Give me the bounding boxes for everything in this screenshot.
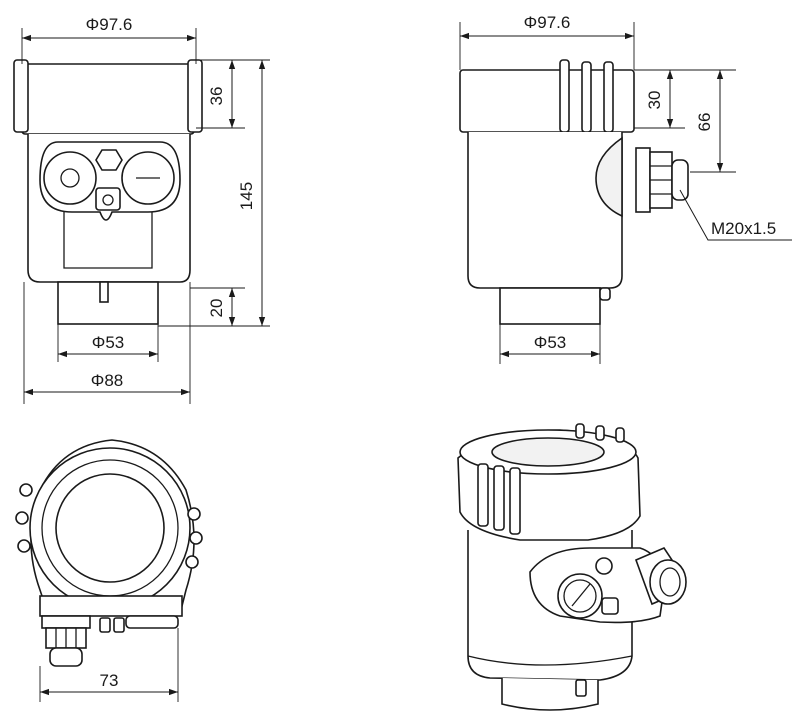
- front-dim-total-height: 145: [237, 182, 256, 210]
- front-cap: [21, 63, 195, 135]
- side-dim-top-diameter: Φ97.6: [524, 13, 571, 32]
- front-view: Φ97.6 36 145 20 Φ53 Φ88: [13, 15, 270, 404]
- front-dim-neck-diameter: Φ53: [92, 333, 124, 352]
- side-thread-leader: [679, 189, 792, 241]
- top-window: [55, 473, 165, 583]
- top-gland-cap: [49, 647, 83, 667]
- front-inner-collar: [63, 210, 153, 269]
- side-view: Φ97.6 30 66 M20x1.5 Φ53: [459, 13, 792, 364]
- front-ground-terminal: [95, 187, 121, 211]
- side-dim-neck-diameter: Φ53: [534, 333, 566, 352]
- iso-neck: [501, 678, 599, 711]
- front-neck: [57, 281, 159, 325]
- top-screw-b: [113, 617, 125, 633]
- iso-hex-screw-icon: [595, 557, 613, 575]
- front-cap-tab-right: [187, 59, 203, 133]
- iso-port-left-inner: [563, 579, 597, 613]
- top-cap-knobs: [15, 483, 203, 569]
- iso-ground-terminal: [601, 597, 619, 615]
- top-dim-width: 73: [100, 671, 119, 690]
- side-dim-cap-height: 30: [645, 91, 664, 110]
- isometric-view: [457, 423, 687, 711]
- side-cap-ribs: [559, 59, 614, 133]
- front-ground-screw: [102, 194, 114, 206]
- side-neck: [499, 287, 601, 325]
- side-housing: [467, 132, 623, 289]
- side-dim-gland-height: 66: [695, 113, 714, 132]
- iso-port-left-slot: [571, 583, 591, 607]
- top-view: 73: [15, 439, 203, 702]
- iso-cap-ribs: [477, 423, 625, 535]
- front-dim-body-diameter: Φ88: [91, 371, 123, 390]
- front-left-port: [43, 151, 97, 205]
- front-dim-top-diameter: Φ97.6: [86, 15, 133, 34]
- side-gland-base: [635, 147, 651, 213]
- side-bump: [595, 136, 623, 218]
- top-bottom-band: [39, 595, 183, 617]
- side-neck-tab: [599, 287, 611, 301]
- iso-cap-window: [491, 437, 605, 467]
- front-dim-cap-height: 36: [207, 87, 226, 106]
- iso-gland-cap-inner: [659, 567, 681, 597]
- iso-neck-tab: [575, 679, 587, 697]
- front-left-port-inner: [60, 168, 80, 188]
- top-gland-base: [41, 615, 91, 629]
- front-dim-neck-height: 20: [207, 299, 226, 318]
- side-gland-cap: [671, 159, 689, 201]
- top-side-bump: [125, 615, 179, 629]
- front-hex-screw-icon: [95, 149, 123, 171]
- front-neck-tab: [99, 281, 109, 303]
- side-thread-label: M20x1.5: [711, 219, 776, 238]
- front-cap-tab-left: [13, 59, 29, 133]
- top-screw-a: [99, 617, 111, 633]
